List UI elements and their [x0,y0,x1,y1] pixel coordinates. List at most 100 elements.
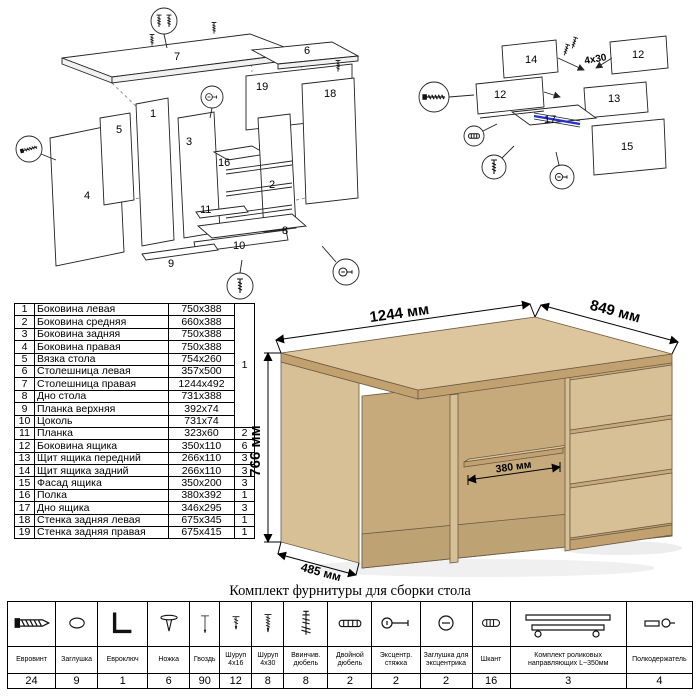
part-label: 18 [324,88,336,100]
hw-name: Шуруп 4x16 [219,646,253,674]
screwin-dowel-icon [301,610,311,635]
drawer-slides-icon [525,614,611,638]
part-name: Боковина левая [34,302,169,317]
hw-name: Комплект роликовых направляющих L~350мм [509,646,627,674]
part-qty: 1 [234,513,255,528]
part-name: Вязка стола [34,352,169,366]
part-name: Цоколь [34,414,169,428]
part-label: 17 [544,114,556,126]
hardware-qty-row: 24 9 1 6 90 12 8 8 2 2 2 16 3 4 [6,673,694,689]
panel-tie [99,112,135,206]
hw-icon-cell [419,601,473,647]
part-size: 660x388 [168,315,235,329]
hw-name: Ввинчив. дюбель [283,646,329,674]
part-number-labels-right: 14 12 12 13 17 15 4x30 [494,49,644,153]
hw-qty: 9 [55,673,99,689]
hw-name: Эксцентр. стяжка [371,646,421,674]
hw-qty: 2 [419,673,473,689]
screw-icon [211,21,217,35]
part-size: 266x110 [168,464,235,478]
part-size: 731x388 [168,389,235,404]
hw-qty: 8 [251,673,285,689]
part-name: Планка верхняя [34,402,169,416]
hw-name: Шкант [471,646,511,674]
part-name: Боковина ящика [34,439,169,453]
dimension-height: 766 мм [250,425,264,476]
part-name: Боковина средняя [34,315,169,329]
part-name: Стенка задняя правая [34,526,169,540]
hw-name: Двойной дюбель [327,646,373,674]
hw-icon-cell [251,601,285,647]
double-dowel-icon [338,619,362,628]
hw-name: Гвоздь [189,646,221,674]
panel-side-back [177,111,221,239]
part-label: 16 [218,157,230,169]
hw-name: Шуруп 4x30 [251,646,285,674]
panel-top-left-edge [277,55,359,70]
hw-qty: 12 [219,673,253,689]
part-size: 754x260 [168,352,235,366]
panel-side-right [301,77,359,205]
part-size: 350x110 [168,439,235,453]
screw-icon [569,36,579,50]
hw-qty: 6 [147,673,191,689]
foot-icon [160,614,178,632]
part-size: 675x415 [168,526,235,540]
part-num: 13 [14,451,35,466]
panel-side-left [135,97,175,247]
part-num: 9 [14,402,35,416]
hw-icon-cell [189,601,221,647]
part-label: 19 [256,81,268,93]
dimension-depth: 849 мм [588,297,642,327]
callout-circles-drawer [418,81,575,190]
part-size: 750x388 [168,302,235,317]
part-label: 12 [494,89,506,101]
hw-icon-cell [6,601,57,647]
euroscrew-icon [14,618,50,628]
drawer-slide-lines [533,112,581,128]
part-name: Дно ящика [34,501,169,515]
table-row: 1 Боковина левая 750x388 1 [14,302,255,428]
part-num: 14 [14,464,35,478]
part-label: 14 [525,54,537,66]
hw-name: Заглушка [55,646,99,674]
screw-icon [149,33,155,47]
part-size: 350x200 [168,476,235,490]
part-label: 13 [608,93,620,105]
drawer-front-1 [569,364,673,431]
hw-name: Евроключ [97,646,149,674]
part-name: Планка [34,426,169,441]
part-num: 7 [14,377,35,391]
desk-body [280,316,673,569]
nail-icon [200,615,209,633]
part-size: 392x74 [168,402,235,416]
part-name: Боковина задняя [34,327,169,342]
hardware-kit-title: Комплект фурнитуры для сборки стола [229,583,471,599]
hw-icon-cell [327,601,373,647]
desk-drawer-unit-wall [564,376,571,552]
part-size: 1244x492 [168,377,235,391]
screw-size-note: 4x30 [584,52,608,67]
hw-name: Евровинт [6,646,57,674]
part-label: 11 [200,204,211,216]
callout-circles [15,7,360,300]
cam-bolt-icon [381,617,409,629]
part-name: Столешница левая [34,364,169,379]
part-qty: 3 [234,451,255,466]
part-size: 750x388 [168,340,235,354]
hw-icon-cell [97,601,149,647]
hw-qty: 4 [625,673,694,689]
part-label: 12 [632,49,644,61]
hexkey-icon [112,612,132,634]
